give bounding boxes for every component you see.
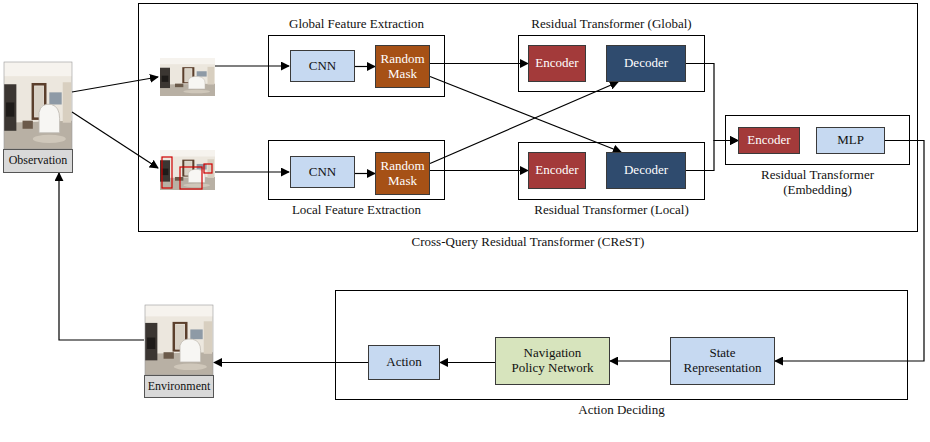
box-label: Encoder (535, 56, 578, 71)
panel-label: Observation (3, 149, 73, 173)
region-box (204, 164, 212, 173)
group-box: CNNRandom MaskGlobal Feature Extraction (268, 35, 445, 97)
process-box: Random Mask (375, 152, 430, 195)
module-frame: Action Navigation Policy Network State Rep… (335, 290, 908, 400)
observation-panel: Observation (3, 62, 73, 173)
group-title: Residual Transformer (Global) (531, 17, 691, 32)
group-title: Cross-Query Residual Transformer (CReST) (412, 235, 645, 250)
box-label: Random Mask (379, 159, 426, 189)
region-box (180, 167, 202, 189)
decoder-box: Decoder (606, 152, 686, 189)
environment-image (145, 305, 213, 375)
box-label: Navigation Policy Network (507, 346, 599, 376)
input-arrow (215, 171, 289, 172)
arrow-connector (686, 64, 738, 141)
process-box: State Representation (670, 337, 775, 385)
arrow-connector (430, 82, 618, 164)
module-frame: CNN Random Mask Global Feature ExtractionC… (138, 3, 918, 232)
box-label: Random Mask (379, 52, 426, 82)
encoder-box: Encoder (528, 152, 586, 189)
process-box: CNN (290, 50, 355, 82)
box-label: CNN (309, 165, 336, 180)
policy-box: Navigation Policy Network (495, 337, 610, 385)
box-label: Decoder (624, 163, 668, 178)
box-label: Action (386, 355, 421, 370)
region-box (162, 157, 172, 188)
process-box: Action (368, 345, 440, 380)
arrow-connector (355, 66, 375, 67)
arrow-connector (610, 360, 670, 361)
arrow-connector (686, 141, 738, 171)
process-box: CNN (290, 156, 355, 188)
group-title: Residual Transformer (Local) (534, 203, 689, 218)
local-view-image (160, 150, 215, 190)
box-label: Encoder (535, 163, 578, 178)
group-title: Action Deciding (578, 403, 664, 418)
decoder-box: Decoder (606, 45, 686, 82)
group-box: EncoderDecoderResidual Transformer (Glob… (518, 35, 705, 92)
input-arrow (72, 112, 158, 168)
box-label: CNN (309, 59, 336, 74)
input-arrow (215, 65, 289, 66)
arrow-connector (440, 362, 495, 363)
box-label: Decoder (624, 56, 668, 71)
box-label: State Representation (674, 346, 771, 376)
process-box: Random Mask (375, 45, 430, 88)
global-view-image (160, 58, 215, 96)
observation-image (4, 62, 72, 149)
arrow-connector (59, 173, 144, 340)
group-title: Local Feature Extraction (292, 203, 421, 218)
input-arrow (72, 77, 158, 92)
process-box: MLP (816, 127, 885, 154)
panel-label: Environment (144, 375, 214, 398)
group-title: Residual Transformer (Embedding) (753, 168, 883, 198)
environment-panel: Environment (144, 305, 214, 398)
group-box: EncoderDecoderResidual Transformer (Loca… (518, 142, 705, 200)
group-title: Global Feature Extraction (289, 17, 424, 32)
arrow-connector (355, 173, 375, 174)
group-box: EncoderMLPResidual Transformer (Embeddin… (725, 115, 910, 165)
box-label: Encoder (747, 133, 790, 148)
box-label: MLP (837, 133, 864, 148)
group-box: CNNRandom MaskLocal Feature Extraction (268, 140, 445, 200)
encoder-box: Encoder (528, 45, 586, 82)
arrow-connector (430, 77, 621, 153)
encoder-box: Encoder (738, 127, 800, 154)
arrow-connector (214, 362, 368, 363)
